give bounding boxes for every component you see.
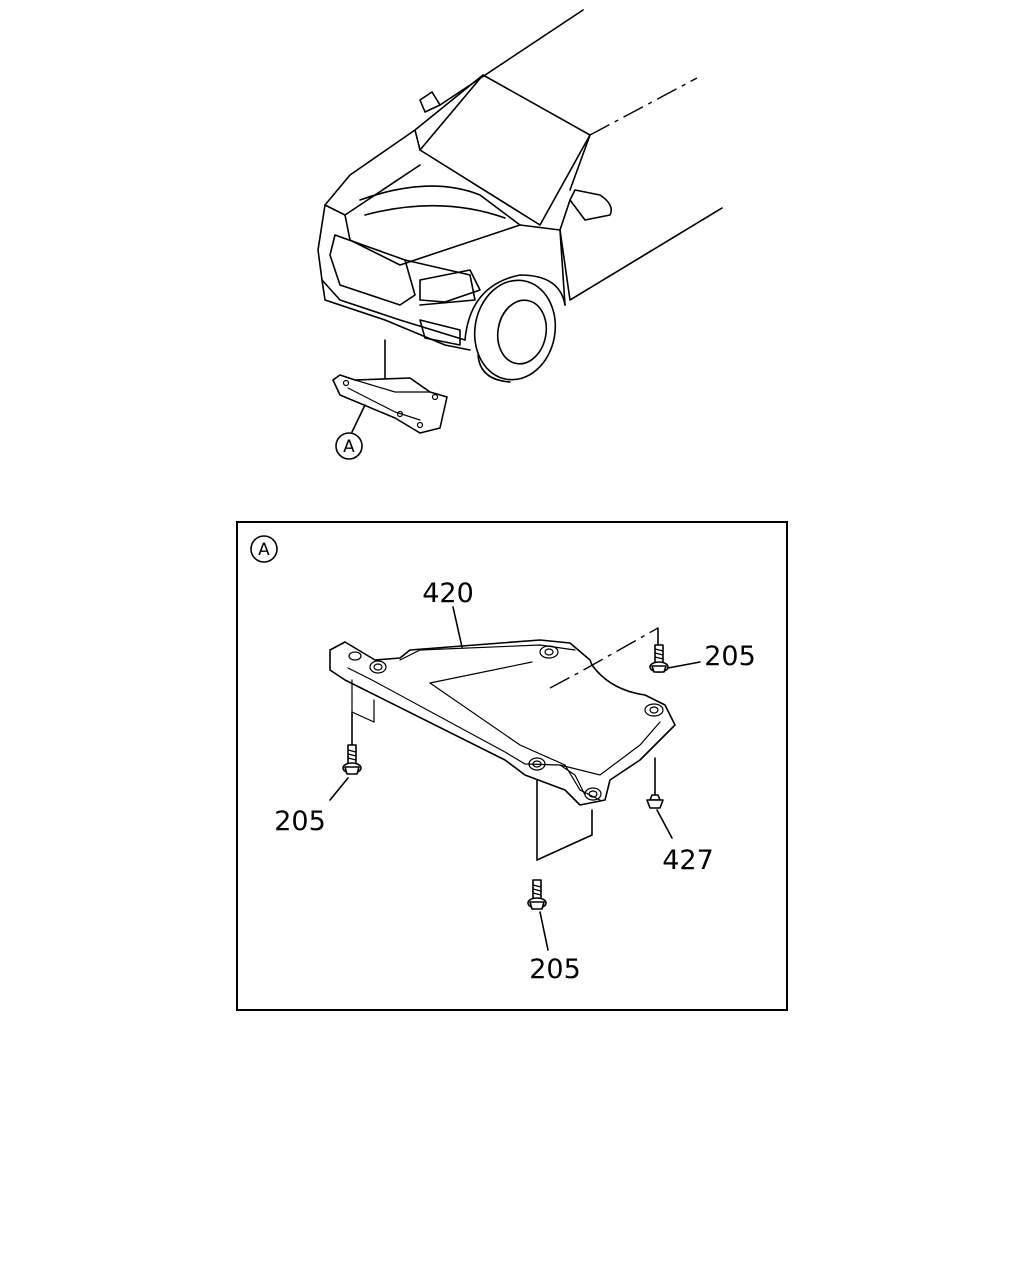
detail-frame xyxy=(236,521,788,1011)
skid-plate-overview xyxy=(332,374,448,434)
detail-marker-a: A xyxy=(250,535,278,563)
callout-420: 420 xyxy=(422,578,474,609)
view-marker-a-label: A xyxy=(343,437,355,457)
callout-205-bottom: 205 xyxy=(529,954,581,985)
callout-205-top-right: 205 xyxy=(704,641,756,672)
bolt-205-bottom xyxy=(527,879,547,910)
clip-427 xyxy=(646,794,664,809)
bolt-205-top-right xyxy=(649,644,669,673)
detail-marker-a-label: A xyxy=(258,540,270,560)
callout-427: 427 xyxy=(662,845,714,876)
view-marker-a: A xyxy=(335,432,363,460)
callout-labels: 420 205 205 427 205 xyxy=(274,578,756,985)
vehicle-illustration xyxy=(317,9,723,396)
skid-plate-420 xyxy=(329,639,676,806)
leader-lines xyxy=(329,606,701,951)
callout-205-left: 205 xyxy=(274,806,326,837)
bolt-205-left xyxy=(342,744,362,775)
